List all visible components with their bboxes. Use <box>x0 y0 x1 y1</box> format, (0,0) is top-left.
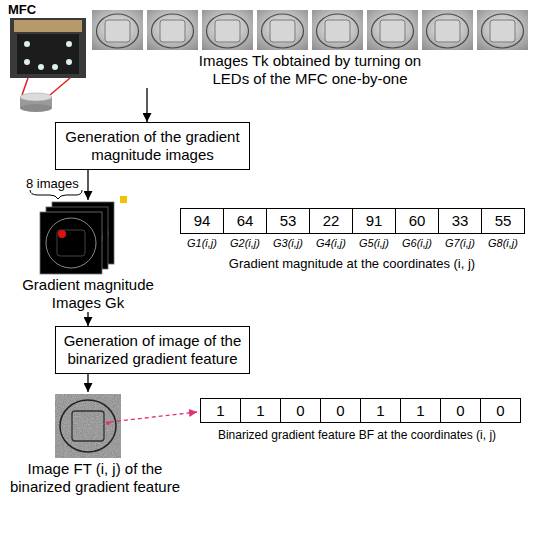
table-cell: 0 <box>440 398 481 423</box>
column-label: G3(i,j) <box>266 237 310 249</box>
gradient-image-stack <box>58 230 66 238</box>
mfc-photo <box>17 34 79 74</box>
table-cell: 91 <box>352 208 396 234</box>
table-cell: 1 <box>360 398 401 423</box>
image-group: Gradient magnitude Images Gk <box>10 200 166 312</box>
mfc-photo <box>10 18 86 78</box>
table-cell: 94 <box>180 208 224 234</box>
led-images <box>367 10 418 50</box>
pointer-arrow <box>106 412 197 425</box>
column-label: G6(i,j) <box>395 237 439 249</box>
table-cell: 1 <box>400 398 441 423</box>
led-images <box>257 10 308 50</box>
led-images <box>202 10 253 50</box>
gradient-image-stack <box>40 196 127 274</box>
binarized-image <box>72 411 104 441</box>
mfc-photo <box>24 41 30 47</box>
binarized-image <box>55 394 121 458</box>
table-caption: Gradient magnitude at the coordinates (i… <box>180 256 524 271</box>
light-rays <box>50 78 70 95</box>
table-cell: 33 <box>438 208 482 234</box>
flow-arrow <box>87 374 88 392</box>
sample-object <box>20 93 52 101</box>
column-label: G5(i,j) <box>352 237 396 249</box>
binarized-image <box>60 400 116 452</box>
mfc-photo <box>24 59 30 65</box>
mfc-photo <box>66 41 72 47</box>
table-cell: 22 <box>309 208 353 234</box>
table-cell: 53 <box>266 208 310 234</box>
sample-object <box>20 104 52 112</box>
process-box: Generation of the gradient magnitude ima… <box>55 122 250 170</box>
image-caption: Image FT (i, j) of the binarized gradien… <box>0 460 190 496</box>
table-cell: 0 <box>320 398 361 423</box>
image-caption: Gradient magnitude Images Gk <box>10 276 166 312</box>
box-label: Generation of image of the binarized gra… <box>62 332 243 368</box>
image-group: Image FT (i, j) of the binarized gradien… <box>0 392 190 496</box>
gradient-image-stack <box>46 218 96 268</box>
led-images <box>477 10 528 50</box>
column-label: G8(i,j) <box>481 237 525 249</box>
pointer-arrow <box>106 421 110 425</box>
light-rays <box>22 78 70 95</box>
led-images <box>422 10 473 50</box>
sample-object <box>20 93 52 112</box>
brace <box>30 190 82 199</box>
image-group: Images Tk obtained by turning on LEDs of… <box>88 8 532 88</box>
table-cell: 1 <box>200 398 241 423</box>
led-images <box>147 10 198 50</box>
gradient-image-stack <box>40 212 102 274</box>
mfc-photo <box>38 64 44 70</box>
column-label: G2(i,j) <box>223 237 267 249</box>
brace <box>30 190 82 199</box>
count-label: 8 images <box>26 176 79 191</box>
box-label: Generation of the gradient magnitude ima… <box>62 128 243 164</box>
table-cell: 60 <box>395 208 439 234</box>
column-label: G1(i,j) <box>180 237 224 249</box>
mfc-photo <box>14 20 82 32</box>
pointer-arrow <box>110 412 197 422</box>
flow-arrow <box>87 312 88 326</box>
led-images <box>92 10 528 50</box>
table-caption: Binarized gradient feature BF at the coo… <box>182 428 532 442</box>
flow-arrow <box>146 88 147 122</box>
process-box: Generation of image of the binarized gra… <box>55 326 250 374</box>
binarized-image <box>55 394 121 458</box>
mfc-photo <box>10 18 86 78</box>
image-caption: Images Tk obtained by turning on LEDs of… <box>180 52 440 88</box>
binarized-image <box>55 394 121 458</box>
table-cell: 64 <box>223 208 267 234</box>
led-images <box>312 10 363 50</box>
table-cell: 0 <box>280 398 321 423</box>
light-rays <box>22 78 28 95</box>
gradient-image-stack <box>120 196 127 203</box>
column-label: G4(i,j) <box>309 237 353 249</box>
device-label: MFC <box>8 2 36 17</box>
table-cell: 55 <box>481 208 525 234</box>
column-label: G7(i,j) <box>438 237 482 249</box>
table-cell: 0 <box>480 398 521 423</box>
gradient-image-stack <box>57 230 85 256</box>
mfc-photo <box>66 59 72 65</box>
led-images <box>92 10 143 50</box>
table-cell: 1 <box>240 398 281 423</box>
flow-arrow <box>87 170 88 200</box>
mfc-photo <box>52 64 58 70</box>
gradient-image-stack <box>40 212 102 274</box>
